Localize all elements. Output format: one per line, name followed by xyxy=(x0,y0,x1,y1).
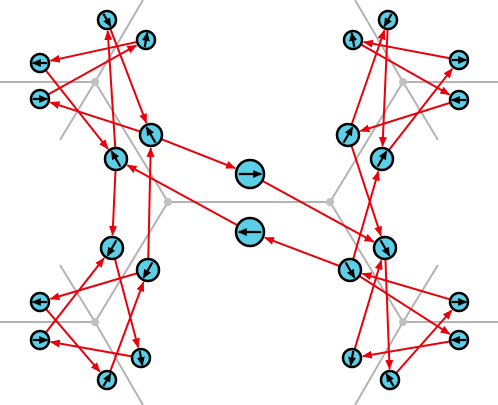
connection-arrow xyxy=(49,101,140,133)
connection-arrow xyxy=(49,272,137,301)
spin-arrow-icon xyxy=(145,126,157,144)
connection-arrow xyxy=(49,41,137,63)
spin-node-icon xyxy=(337,257,363,283)
spin-arrow-icon xyxy=(142,261,154,279)
lattice-site xyxy=(164,198,172,206)
connection-arrow xyxy=(45,70,109,150)
connection-arrow xyxy=(378,29,389,148)
spin-arrow-icon xyxy=(383,13,393,28)
spin-arrow-icon xyxy=(342,126,354,144)
spin-node-icon xyxy=(379,369,401,391)
connection-arrow xyxy=(350,146,382,237)
spin-arrow-icon xyxy=(110,150,122,168)
spin-node-icon xyxy=(341,347,363,369)
spin-arrow-icon xyxy=(349,31,358,48)
spin-node-icon xyxy=(369,146,395,172)
lattice-site xyxy=(91,78,99,86)
connection-arrows xyxy=(45,28,454,374)
spin-node-icon xyxy=(29,52,51,74)
connection-arrow xyxy=(359,102,450,133)
connection-arrow xyxy=(146,146,155,259)
connection-arrow xyxy=(126,164,238,226)
spin-node-icon xyxy=(29,329,51,351)
connection-arrow xyxy=(395,309,453,374)
connection-arrow xyxy=(161,138,237,170)
spin-node-icon xyxy=(372,235,398,261)
spin-node-icon xyxy=(448,89,470,111)
connection-arrow xyxy=(361,340,450,359)
connection-arrow xyxy=(262,180,375,243)
connection-arrow xyxy=(49,339,132,358)
spin-node-icon xyxy=(99,235,125,261)
connection-arrow xyxy=(104,29,117,148)
connection-arrow xyxy=(350,29,386,124)
connection-arrow xyxy=(362,39,450,60)
connection-arrow xyxy=(109,28,148,124)
spin-arrow-icon xyxy=(106,239,118,257)
spin-node-icon xyxy=(234,216,266,248)
lattice-site xyxy=(326,198,334,206)
connection-arrow xyxy=(359,275,451,335)
spin-arrow-icon xyxy=(379,239,391,257)
spin-node-icon xyxy=(103,146,129,172)
lattice-site xyxy=(91,318,99,326)
spin-node-icon xyxy=(96,9,118,31)
lattice-site xyxy=(399,78,407,86)
connection-arrow xyxy=(264,236,340,267)
lattice-site xyxy=(399,318,407,326)
spin-node-icon xyxy=(377,9,399,31)
spin-arrow-icon xyxy=(136,350,145,367)
spin-arrow-icon xyxy=(376,150,388,168)
lattice-line xyxy=(402,264,439,323)
connection-arrow xyxy=(48,44,138,96)
connection-arrow xyxy=(109,281,145,371)
connection-arrow xyxy=(352,170,380,259)
spin-node-icon xyxy=(138,122,164,148)
spin-node-icon xyxy=(448,291,470,313)
lattice-line xyxy=(94,0,144,83)
connection-arrow xyxy=(388,67,454,151)
spin-node-icon xyxy=(135,29,157,51)
spin-node-icon xyxy=(342,29,364,51)
spin-node-icon xyxy=(234,158,266,190)
lattice-line xyxy=(354,0,404,83)
spin-arrow-icon xyxy=(102,13,112,28)
connection-arrow xyxy=(353,259,383,349)
spin-arrow-icon xyxy=(348,350,357,367)
spin-node-icon xyxy=(29,291,51,313)
spin-node-icon xyxy=(335,122,361,148)
spin-arrow-icon xyxy=(385,372,395,387)
spin-node-icon xyxy=(130,347,152,369)
spin-node-icon xyxy=(448,329,470,351)
connection-arrow xyxy=(45,308,101,373)
lattice-line xyxy=(329,81,404,203)
spin-arrow-icon xyxy=(344,261,356,279)
spin-node-icon xyxy=(96,369,118,391)
spin-node-icon xyxy=(135,257,161,283)
lattice-line xyxy=(94,321,144,405)
connection-arrow xyxy=(108,170,117,237)
lattice-line xyxy=(329,201,404,323)
lattice-line xyxy=(354,321,404,405)
lattice-line xyxy=(94,201,169,323)
spin-arrow-icon xyxy=(102,372,112,387)
spin-nodes xyxy=(29,9,470,391)
lattice-line xyxy=(94,81,169,203)
spin-node-icon xyxy=(448,49,470,71)
spin-node-icon xyxy=(29,88,51,110)
connection-arrow xyxy=(114,259,140,349)
spin-arrow-icon xyxy=(141,31,150,48)
